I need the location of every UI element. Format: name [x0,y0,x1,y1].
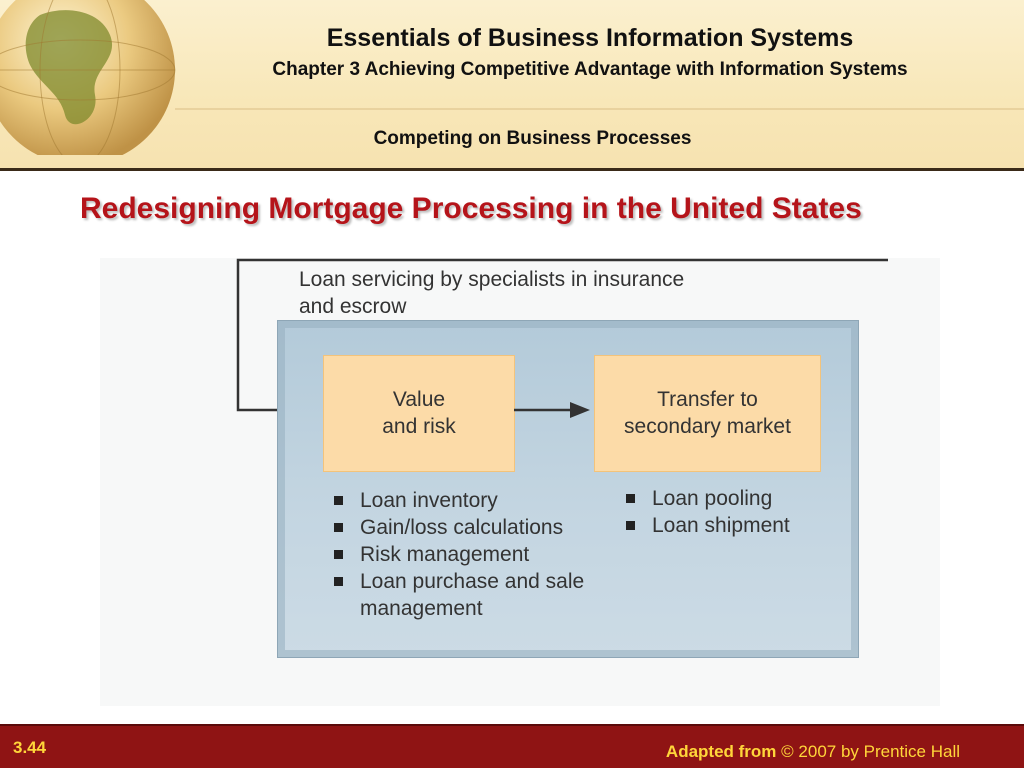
loan-servicing-label: Loan servicing by specialists in insuran… [299,266,819,320]
credit-prefix: Adapted from [665,742,777,761]
transfer-line2: secondary market [624,415,791,438]
slide-number: 3.44 [13,738,47,757]
value-and-risk-bullets: Loan inventory Gain/loss calculations Ri… [332,487,662,622]
transfer-to-secondary-market-box: Transfer to secondary market [594,355,821,472]
loan-servicing-label-line1: Loan servicing by specialists in insuran… [299,268,685,291]
globe-icon [0,0,176,155]
section-heading: Competing on Business Processes [373,128,692,149]
loan-servicing-label-line2: and escrow [299,295,407,318]
copyright-credit: Adapted from © 2007 by Prentice Hall [560,742,960,762]
list-item: Risk management [332,541,662,568]
slide-footer [0,724,1024,768]
list-item: Loan pooling [624,485,844,512]
transfer-line1: Transfer to [657,388,758,411]
value-and-risk-line2: and risk [382,415,456,438]
header-divider [175,108,1024,110]
transfer-bullets: Loan pooling Loan shipment [624,485,844,539]
header-bottom-border [0,168,1024,171]
value-and-risk-box: Value and risk [323,355,515,472]
course-title: Essentials of Business Information Syste… [326,24,854,52]
footer-top-border [0,724,1024,726]
credit-text: © 2007 by Prentice Hall [781,742,960,761]
list-item: Loan purchase and sale management [332,568,660,622]
list-item: Loan shipment [624,512,844,539]
slide-title: Redesigning Mortgage Processing in the U… [80,192,862,225]
value-and-risk-line1: Value [392,388,446,411]
list-item: Loan inventory [332,487,662,514]
list-item: Gain/loss calculations [332,514,662,541]
chapter-subtitle: Chapter 3 Achieving Competitive Advantag… [272,59,908,80]
